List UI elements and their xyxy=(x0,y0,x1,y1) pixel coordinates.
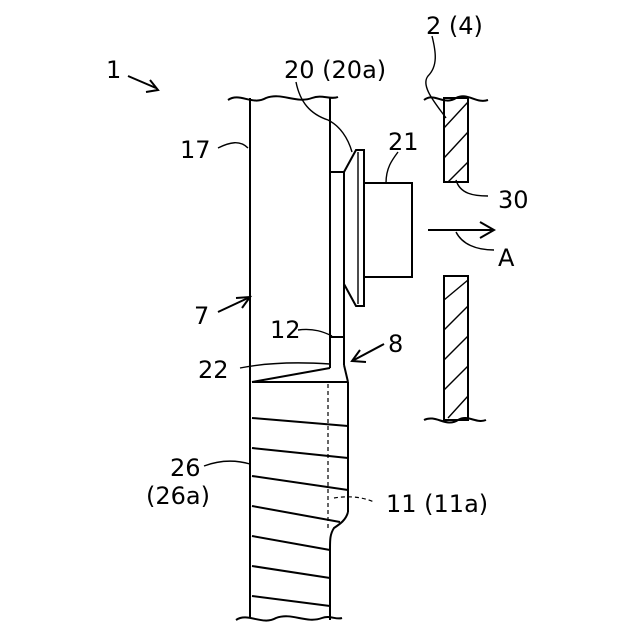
label-ref-22: 22 xyxy=(198,356,229,384)
label-ref-8: 8 xyxy=(388,330,403,358)
suction-cup-20 xyxy=(344,150,364,306)
nozzle-21 xyxy=(364,183,412,277)
wall-2-upper xyxy=(424,96,488,182)
label-ref-26: 26 xyxy=(170,454,201,482)
layer-26 xyxy=(252,368,348,620)
reference-labels: 1 2 (4) 20 (20a) 21 17 30 A 7 12 8 22 26… xyxy=(106,12,529,518)
direction-arrow xyxy=(428,222,494,238)
label-ref-21: 21 xyxy=(388,128,419,156)
label-ref-1: 1 xyxy=(106,56,121,84)
plate-12 xyxy=(330,172,348,512)
label-ref-20-20a: 20 (20a) xyxy=(284,56,386,84)
label-ref-2-4: 2 (4) xyxy=(426,12,483,40)
label-ref-11-11a: 11 (11a) xyxy=(386,490,488,518)
label-ref-17: 17 xyxy=(180,136,211,164)
label-ref-30: 30 xyxy=(498,186,529,214)
label-ref-26a: (26a) xyxy=(146,482,210,510)
leader-lines xyxy=(128,36,494,502)
label-ref-A: A xyxy=(498,244,515,272)
wall-2-lower xyxy=(424,276,486,423)
label-ref-7: 7 xyxy=(194,302,209,330)
label-ref-12: 12 xyxy=(270,316,301,344)
